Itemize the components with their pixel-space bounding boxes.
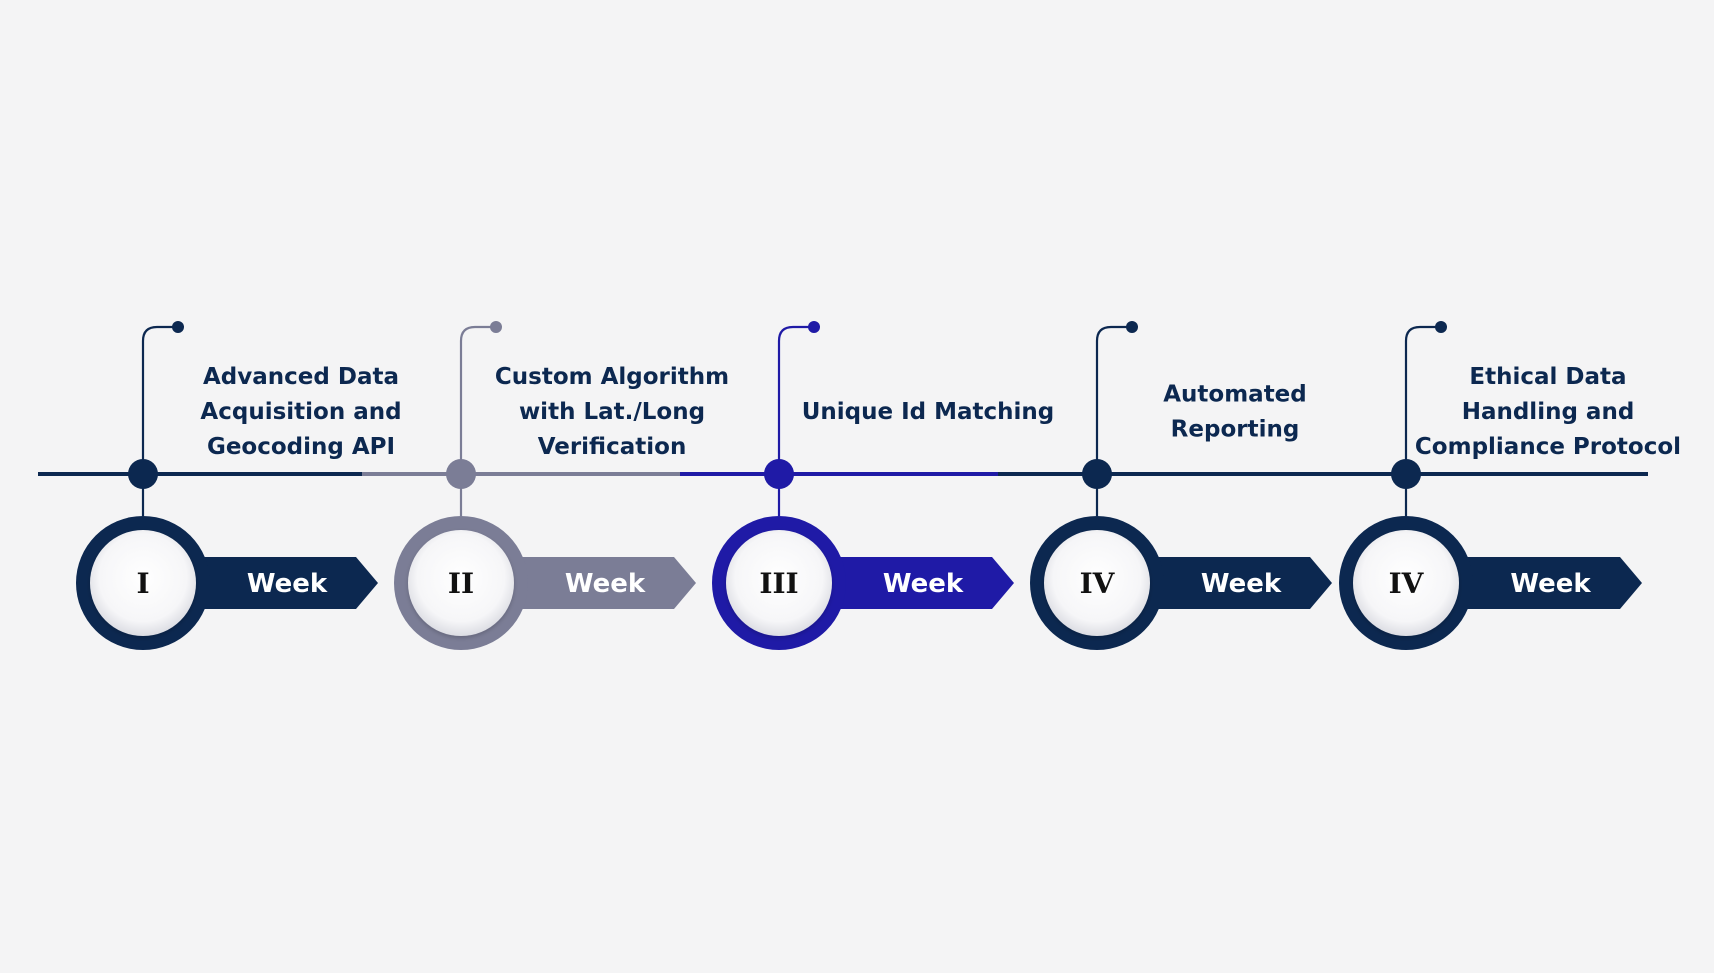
timeline-step: III Week Unique Id Matching xyxy=(712,321,1054,650)
connector-hook xyxy=(777,325,814,474)
hook-end-dot xyxy=(172,321,184,333)
step-title-line: Acquisition and xyxy=(200,399,401,425)
badge-inner-disc xyxy=(90,530,196,636)
step-title-line: Handling and xyxy=(1462,399,1635,425)
badge-inner-disc xyxy=(1353,530,1459,636)
week-arrow-tag xyxy=(1436,557,1642,609)
baseline-node xyxy=(446,459,476,489)
step-title-line: Reporting xyxy=(1171,417,1300,443)
week-arrow-tag xyxy=(1127,557,1332,609)
step-title-line: Geocoding API xyxy=(207,434,395,460)
badge-inner-disc xyxy=(726,530,832,636)
week-label: Week xyxy=(1510,569,1591,599)
step-numeral: IV xyxy=(1080,567,1116,600)
week-arrow-tag xyxy=(173,557,378,609)
hook-end-dot xyxy=(1126,321,1138,333)
baseline-node xyxy=(128,459,158,489)
week-arrow-tag xyxy=(491,557,696,609)
badge-inner-disc xyxy=(408,530,514,636)
step-title-line: Unique Id Matching xyxy=(802,399,1055,425)
step-title-line: Compliance Protocol xyxy=(1415,434,1681,460)
step-numeral: III xyxy=(759,567,798,600)
week-label: Week xyxy=(247,569,328,599)
week-label: Week xyxy=(1201,569,1282,599)
step-title-line: Ethical Data xyxy=(1469,364,1626,390)
step-title-line: Verification xyxy=(538,434,687,460)
badge-inner-disc xyxy=(1044,530,1150,636)
step-numeral: II xyxy=(448,567,474,600)
connector-hook xyxy=(141,325,178,474)
baseline-node xyxy=(1082,459,1112,489)
timeline-step: II Week Custom Algorithm with Lat./LongVeri… xyxy=(394,321,729,650)
baseline-node xyxy=(1391,459,1421,489)
step-title-line: Custom Algorithm xyxy=(495,364,729,390)
step-numeral: I xyxy=(136,567,149,600)
week-label: Week xyxy=(883,569,964,599)
baseline-node xyxy=(764,459,794,489)
step-title-line: with Lat./Long xyxy=(519,399,705,425)
hook-end-dot xyxy=(1435,321,1447,333)
connector-hook xyxy=(1404,325,1441,474)
connector-hook xyxy=(1095,325,1132,474)
hook-end-dot xyxy=(490,321,502,333)
week-arrow-tag xyxy=(809,557,1014,609)
step-title-line: Automated xyxy=(1163,382,1307,408)
hook-end-dot xyxy=(808,321,820,333)
week-label: Week xyxy=(565,569,646,599)
connector-hook xyxy=(459,325,496,474)
step-title-line: Advanced Data xyxy=(203,364,399,390)
step-numeral: IV xyxy=(1389,567,1425,600)
